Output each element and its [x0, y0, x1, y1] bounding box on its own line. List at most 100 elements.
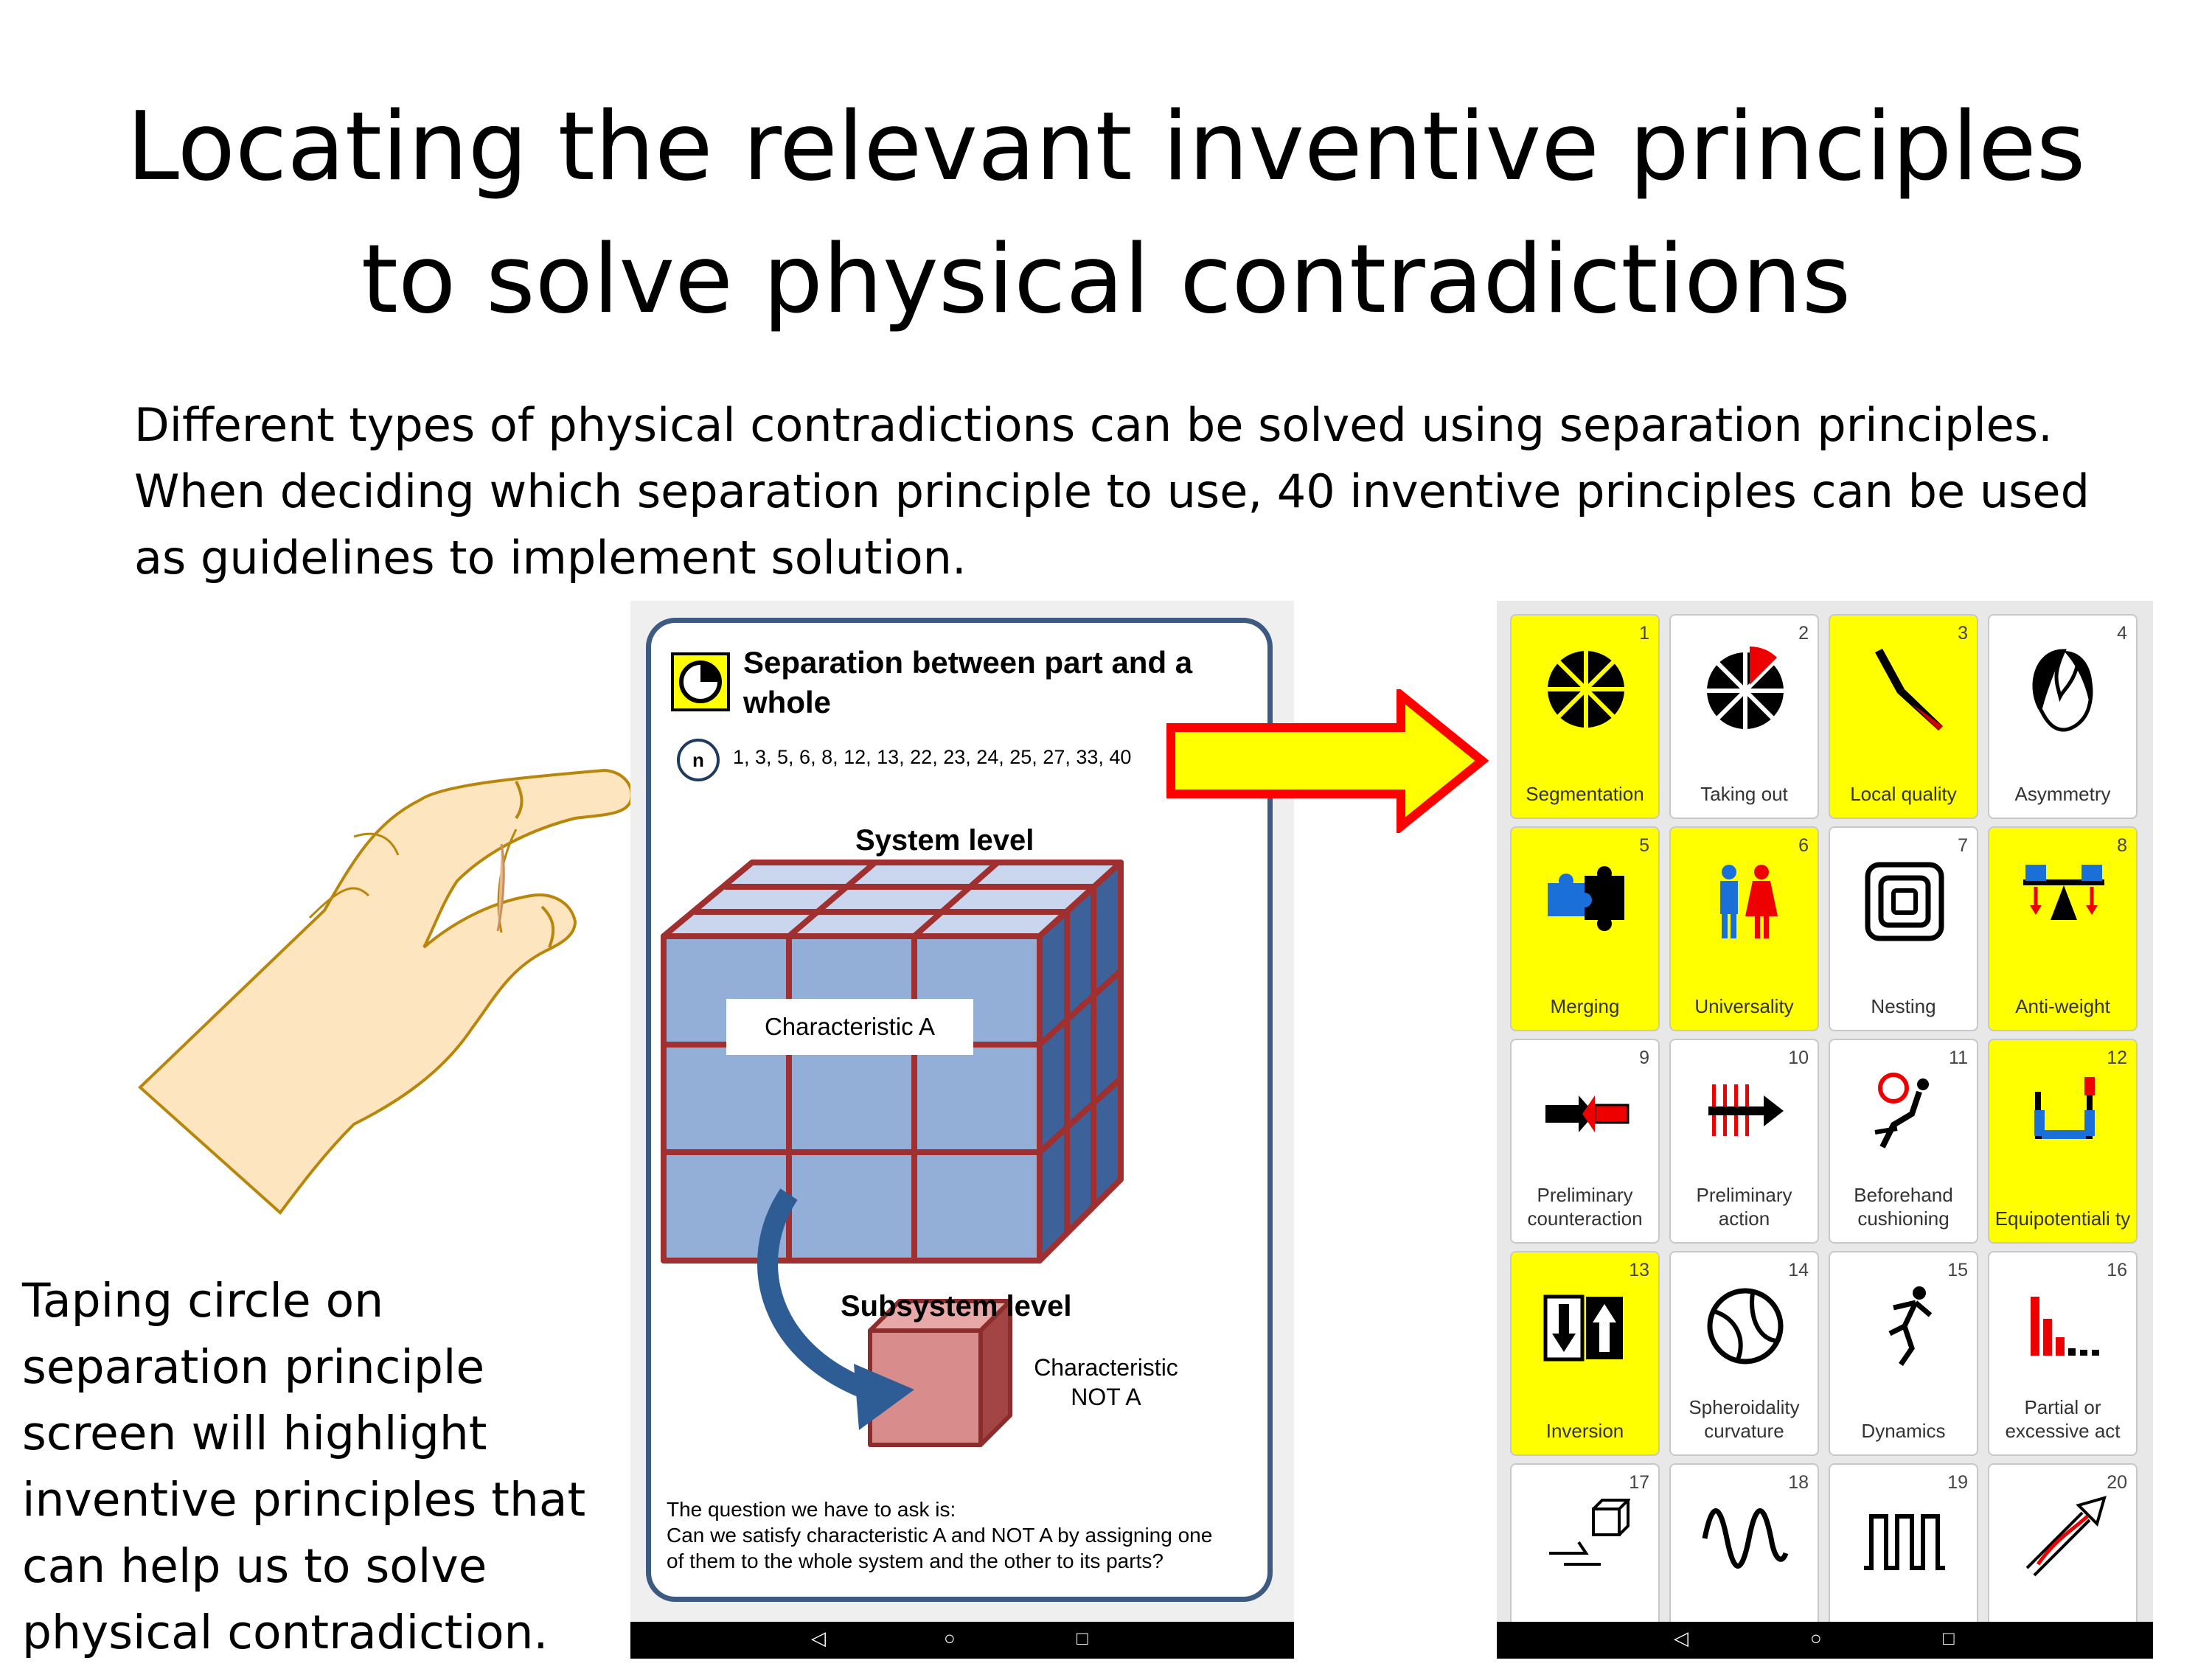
principle-label: Nesting [1871, 995, 1936, 1017]
principle-label: Anti-weight [2015, 995, 2110, 1017]
characteristic-a-label: Characteristic A [726, 999, 973, 1055]
principle-number: 10 [1788, 1048, 1809, 1068]
principle-number: 15 [1947, 1260, 1968, 1280]
principle-label: Partial or excessive act [2005, 1396, 2121, 1442]
question-line-1: The question we have to ask is: [667, 1498, 956, 1521]
taking-out-icon [1701, 645, 1790, 733]
knife-icon [1860, 645, 1949, 733]
segmentation-icon [1542, 645, 1630, 733]
principle-number: 5 [1639, 835, 1649, 856]
title-line-2: to solve physical contradictions [361, 225, 1851, 335]
inversion-icon [1542, 1282, 1630, 1370]
u-tube-icon [2020, 1070, 2108, 1158]
back-button[interactable]: ◁ [811, 1627, 826, 1649]
principle-tile-20[interactable]: 20Continuity of [1988, 1463, 2138, 1622]
principle-number: 19 [1947, 1472, 1968, 1493]
principle-number: 14 [1788, 1260, 1809, 1280]
side-line-3: screen will highlight [22, 1407, 487, 1460]
characteristic-not-a-label: Characteristic NOT A [1018, 1353, 1194, 1412]
principle-number: 9 [1639, 1048, 1649, 1068]
principle-tile-19[interactable]: 19Periodic [1829, 1463, 1978, 1622]
back-button-2[interactable]: ◁ [1674, 1627, 1688, 1649]
side-explanation: Taping circle on separation principle sc… [22, 1268, 597, 1666]
principle-label: Dynamics [1861, 1420, 1946, 1442]
subsystem-level-label: Subsystem level [841, 1290, 1072, 1322]
side-line-5: can help us to solve [22, 1539, 487, 1593]
bars-icon [2020, 1282, 2108, 1370]
principle-label: Preliminary action [1696, 1184, 1792, 1230]
highlight-principles-circle-button[interactable]: n [677, 739, 720, 781]
principle-number: 4 [2117, 623, 2127, 644]
separation-part-whole-icon [671, 652, 730, 711]
char-not-a-line-1: Characteristic [1034, 1354, 1178, 1381]
principle-number: 17 [1629, 1472, 1649, 1493]
separation-title-line-1: Separation between part and a [743, 645, 1193, 680]
side-line-2: separation principle [22, 1340, 485, 1394]
principle-number: 1 [1639, 623, 1649, 644]
principle-label: Taking out [1700, 783, 1788, 805]
principle-tile-18[interactable]: 18Mechanical [1669, 1463, 1819, 1622]
principle-number: 2 [1798, 623, 1809, 644]
question-line-2: Can we satisfy characteristic A and NOT … [667, 1524, 1213, 1547]
home-button[interactable]: ○ [944, 1627, 956, 1649]
principle-label: Spheroidality curvature [1688, 1396, 1800, 1442]
recent-apps-button[interactable]: □ [1077, 1627, 1088, 1649]
arrow-action-icon [1701, 1070, 1790, 1158]
side-line-6: physical contradiction. [22, 1606, 549, 1659]
tapping-hand-icon [138, 768, 633, 1215]
people-icon [1701, 857, 1790, 946]
recent-apps-button-2[interactable]: □ [1943, 1627, 1955, 1649]
principle-number: 16 [2107, 1260, 2127, 1280]
principle-label: Beforehand cushioning [1854, 1184, 1953, 1230]
char-not-a-line-2: NOT A [1071, 1384, 1141, 1410]
slide-title: Locating the relevant inventive principl… [0, 81, 2212, 346]
principle-label: Inversion [1545, 1420, 1624, 1442]
principle-number: 7 [1958, 835, 1968, 856]
android-navbar-right [1497, 1622, 2153, 1659]
principle-number: 11 [1949, 1048, 1968, 1068]
cube-dimension-icon [1542, 1494, 1632, 1583]
intro-line-3: as guidelines to implement solution. [134, 531, 967, 585]
wave-icon [1701, 1494, 1790, 1583]
intro-paragraph: Different types of physical contradictio… [134, 392, 2169, 591]
principle-number: 18 [1788, 1472, 1809, 1493]
home-button-2[interactable]: ○ [1810, 1627, 1822, 1649]
counteraction-icon [1542, 1070, 1630, 1158]
right-arrow-icon [1166, 689, 1489, 833]
principle-label: Preliminary counteraction [1527, 1184, 1643, 1230]
principle-label: Merging [1550, 995, 1620, 1017]
asymmetry-icon [2020, 645, 2108, 733]
principle-tile-17[interactable]: 17Another [1510, 1463, 1660, 1622]
principle-number: 13 [1629, 1260, 1649, 1280]
intro-line-1: Different types of physical contradictio… [134, 398, 2053, 452]
ball-icon [1701, 1282, 1790, 1370]
balance-icon [2020, 857, 2108, 946]
principle-number: 8 [2117, 835, 2127, 856]
title-line-1: Locating the relevant inventive principl… [126, 92, 2086, 202]
nesting-icon [1860, 857, 1949, 946]
trend-arrow-icon [2020, 1494, 2108, 1583]
question-line-3: of them to the whole system and the othe… [667, 1550, 1164, 1572]
principle-label: Local quality [1850, 783, 1957, 805]
intro-line-2: When deciding which separation principle… [134, 464, 2090, 518]
principle-label: Universality [1694, 995, 1794, 1017]
separation-title-line-2: whole [743, 685, 832, 719]
question-text: The question we have to ask is: Can we s… [667, 1496, 1271, 1574]
